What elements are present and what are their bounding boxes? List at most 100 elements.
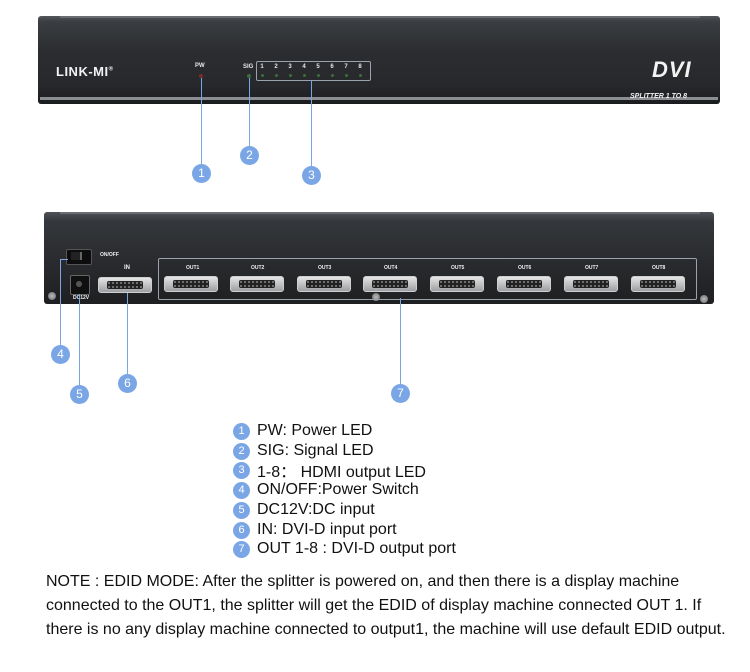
dvi-pins: [239, 280, 275, 288]
callout-line-4: [60, 259, 68, 260]
legend-text: 1-8： HDMI output LED: [257, 464, 426, 481]
screw-icon: [372, 293, 380, 301]
legend-badge: 2: [233, 442, 250, 460]
out-label: OUT7: [585, 265, 599, 271]
brand-logo: LINK-MI®: [56, 64, 114, 79]
callout-badge-3: 3: [302, 166, 321, 185]
dvi-pins: [506, 280, 542, 288]
callout-line-5: [79, 294, 80, 385]
dvi-output-port: [430, 276, 484, 292]
callout-badge-6: 6: [118, 374, 137, 393]
dvi-pins: [573, 280, 609, 288]
dvi-output-port: [230, 276, 284, 292]
output-led: [359, 74, 362, 77]
legend-badge: 7: [233, 540, 250, 558]
signal-led: [247, 74, 251, 78]
output-led: [261, 74, 264, 77]
legend-item: 7 OUT 1-8 : DVI-D output port: [233, 539, 456, 559]
legend-text: ON/OFF:Power Switch: [257, 481, 419, 498]
legend-badge: 3: [233, 461, 250, 479]
out-label: OUT8: [652, 265, 666, 271]
led-number: 6: [330, 64, 334, 70]
led-number: 1: [260, 64, 264, 70]
legend-text: IN: DVI-D input port: [257, 521, 397, 538]
dc-input-hole: [76, 281, 82, 287]
out-label: OUT1: [186, 265, 200, 271]
dvi-input-port: [98, 277, 152, 293]
out-label: OUT6: [518, 265, 532, 271]
legend-text: PW: Power LED: [257, 422, 373, 439]
out-label: OUT3: [318, 265, 332, 271]
legend-text: OUT 1-8 : DVI-D output port: [257, 540, 456, 557]
output-led: [303, 74, 306, 77]
callout-line-1: [201, 78, 202, 164]
output-led: [331, 74, 334, 77]
pw-label: PW: [195, 63, 205, 69]
screw-icon: [700, 295, 708, 303]
led-number: 7: [344, 64, 348, 70]
dvi-pins: [372, 280, 408, 288]
in-label: IN: [124, 265, 130, 271]
legend-badge: 4: [233, 481, 250, 499]
sig-label: SIG: [243, 64, 254, 70]
callout-badge-7: 7: [391, 384, 410, 403]
output-port-group: [158, 258, 697, 300]
dvi-output-port: [363, 276, 417, 292]
output-led: [289, 74, 292, 77]
legend-badge: 5: [233, 501, 250, 519]
output-led-group: [256, 61, 371, 81]
callout-line-2: [249, 78, 250, 146]
out-label: OUT5: [451, 265, 465, 271]
back-panel-edge: [60, 212, 700, 214]
front-panel-edge: [60, 16, 700, 18]
dvi-output-port: [164, 276, 218, 292]
led-number: 2: [274, 64, 278, 70]
legend-item: 1 PW: Power LED: [233, 421, 372, 441]
dvi-pins: [439, 280, 475, 288]
callout-line-7: [400, 298, 401, 384]
callout-line-6: [127, 293, 128, 374]
legend-item: 6 IN: DVI-D input port: [233, 520, 397, 540]
legend-item: 2 SIG: Signal LED: [233, 441, 374, 461]
legend-text: SIG: Signal LED: [257, 442, 374, 459]
dvi-pins: [640, 280, 676, 288]
screw-icon: [48, 292, 56, 300]
output-led: [317, 74, 320, 77]
legend-text: DC12V:DC input: [257, 501, 375, 518]
callout-badge-2: 2: [240, 146, 259, 165]
led-number: 4: [302, 64, 306, 70]
led-number: 5: [316, 64, 320, 70]
legend-item: 5 DC12V:DC input: [233, 500, 375, 520]
callout-line-3: [311, 80, 312, 166]
dvi-output-port: [564, 276, 618, 292]
output-led: [345, 74, 348, 77]
callout-badge-1: 1: [192, 164, 211, 183]
callout-badge-4: 4: [51, 345, 70, 364]
model-subtitle: SPLITTER 1 TO 8: [630, 93, 688, 100]
front-panel: [38, 16, 720, 104]
dvi-pins: [107, 281, 143, 289]
dvi-pins: [306, 280, 342, 288]
callout-line-4: [60, 259, 61, 345]
power-switch-rocker: [71, 252, 82, 260]
dvi-output-port: [631, 276, 685, 292]
dvi-output-port: [297, 276, 351, 292]
front-panel-strip: [40, 97, 718, 100]
dvi-pins: [173, 280, 209, 288]
dvi-output-port: [497, 276, 551, 292]
legend-item: 4 ON/OFF:Power Switch: [233, 480, 419, 500]
callout-badge-5: 5: [70, 385, 89, 404]
output-led: [275, 74, 278, 77]
out-label: OUT4: [384, 265, 398, 271]
model-logo: DVI: [652, 57, 692, 82]
edid-note: NOTE : EDID MODE: After the splitter is …: [46, 573, 726, 638]
out-label: OUT2: [251, 265, 265, 271]
onoff-label: ON/OFF: [100, 252, 119, 258]
led-number: 8: [358, 64, 362, 70]
led-number: 3: [288, 64, 292, 70]
dc12v-label: DC12V: [73, 295, 90, 301]
legend-badge: 6: [233, 521, 250, 539]
power-led: [199, 74, 203, 78]
legend-item: 3 1-8： HDMI output LED: [233, 460, 426, 481]
legend-badge: 1: [233, 422, 250, 440]
